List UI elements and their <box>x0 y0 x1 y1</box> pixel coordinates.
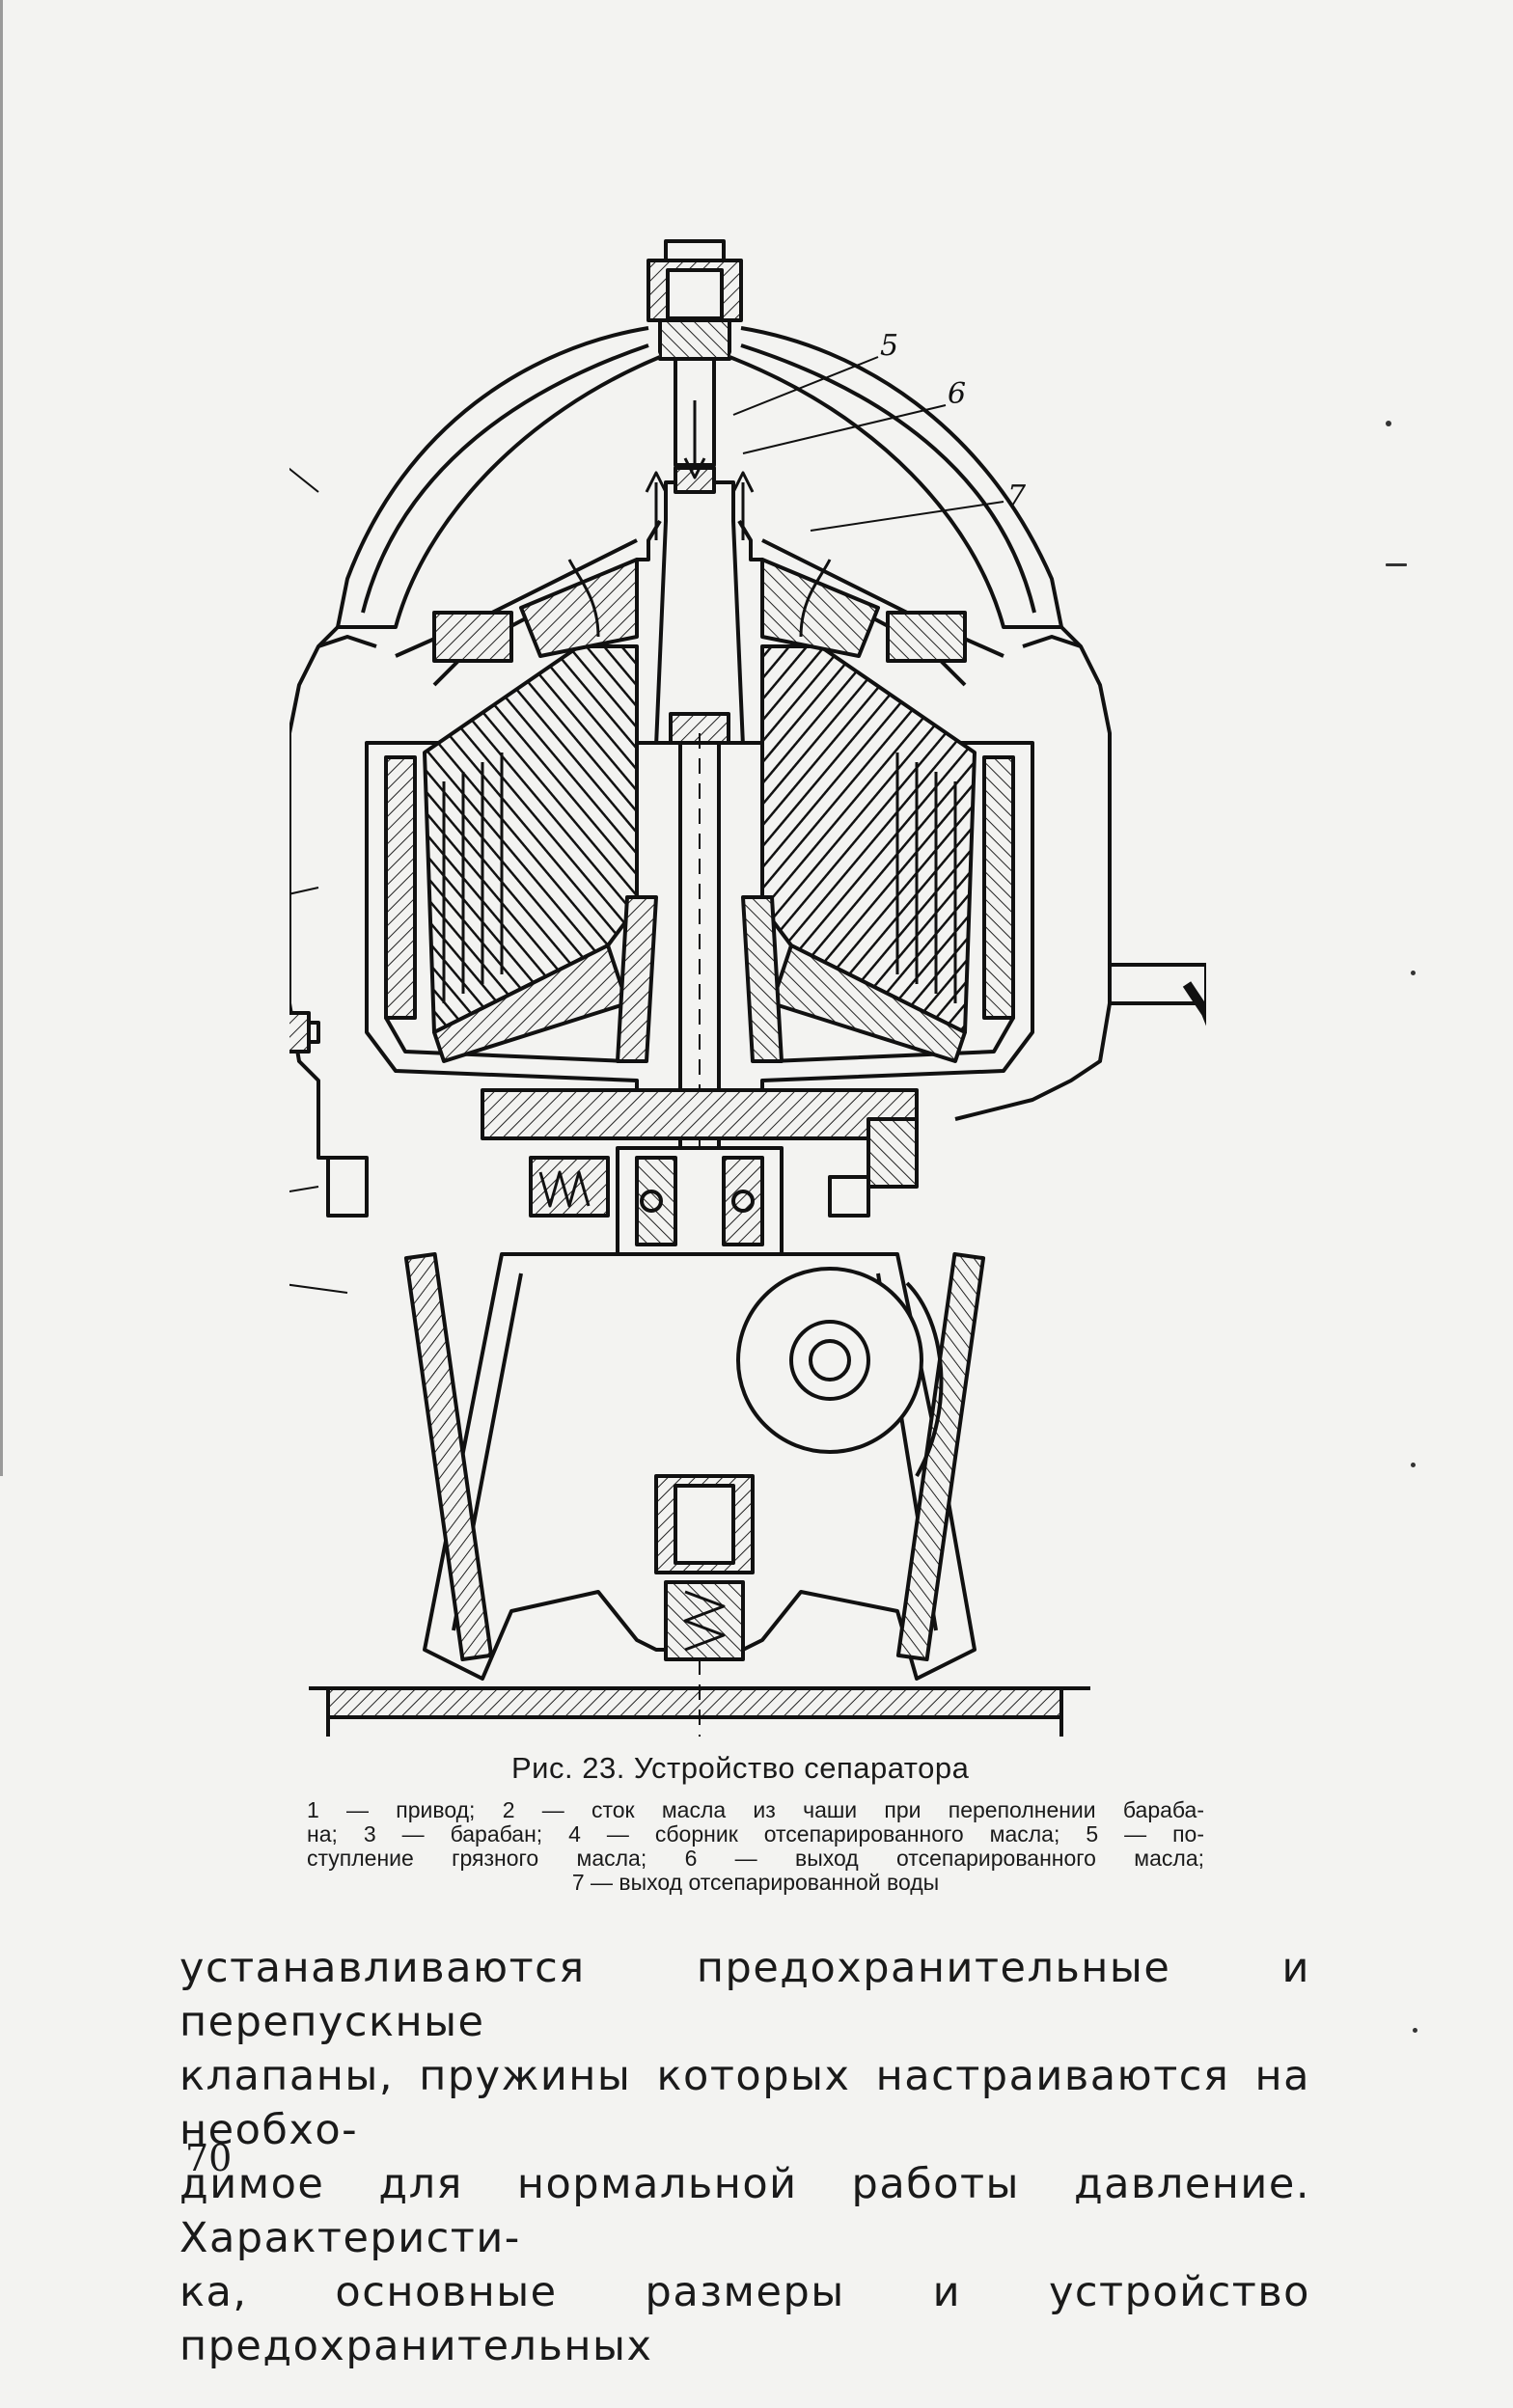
scan-speck <box>1411 971 1416 975</box>
scan-speck <box>1386 563 1407 566</box>
body-paragraph: устанавливаются предохранительные и пере… <box>179 1941 1310 2373</box>
legend-line: 7 — выход отсепарированной воды <box>571 1870 940 1895</box>
callout-6: 6 <box>948 377 966 411</box>
figure-legend: 1 — привод; 2 — сток масла из чаши при п… <box>307 1798 1204 1895</box>
callout-7: 7 <box>1007 479 1027 513</box>
separator-drawing: 4 5 6 7 3 2 1 <box>289 239 1206 1737</box>
scan-speck <box>1413 2028 1417 2033</box>
legend-line: ступление грязного масла; 6 — выход отсе… <box>307 1846 1204 1871</box>
scan-edge <box>0 0 3 1476</box>
body-line: устанавливаются предохранительные и пере… <box>179 1944 1310 2046</box>
body-line: димое для нормальной работы давление. Ха… <box>179 2160 1310 2262</box>
body-line: ка, основные размеры и устройство предох… <box>179 2268 1310 2370</box>
scan-speck <box>1411 1463 1416 1467</box>
figure-caption-title: Рис. 23. Устройство сепаратора <box>511 1751 970 1785</box>
legend-line: 1 — привод; 2 — сток масла из чаши при п… <box>307 1797 1204 1822</box>
separator-diagram: 4 5 6 7 3 2 1 <box>289 232 1206 1737</box>
legend-line: на; 3 — барабан; 4 — сборник отсепариров… <box>307 1821 1204 1847</box>
page-number: 70 <box>185 2137 233 2179</box>
callout-5: 5 <box>880 329 898 363</box>
scan-speck <box>1386 421 1391 426</box>
body-line: клапаны, пружины которых настраиваются н… <box>179 2052 1310 2154</box>
